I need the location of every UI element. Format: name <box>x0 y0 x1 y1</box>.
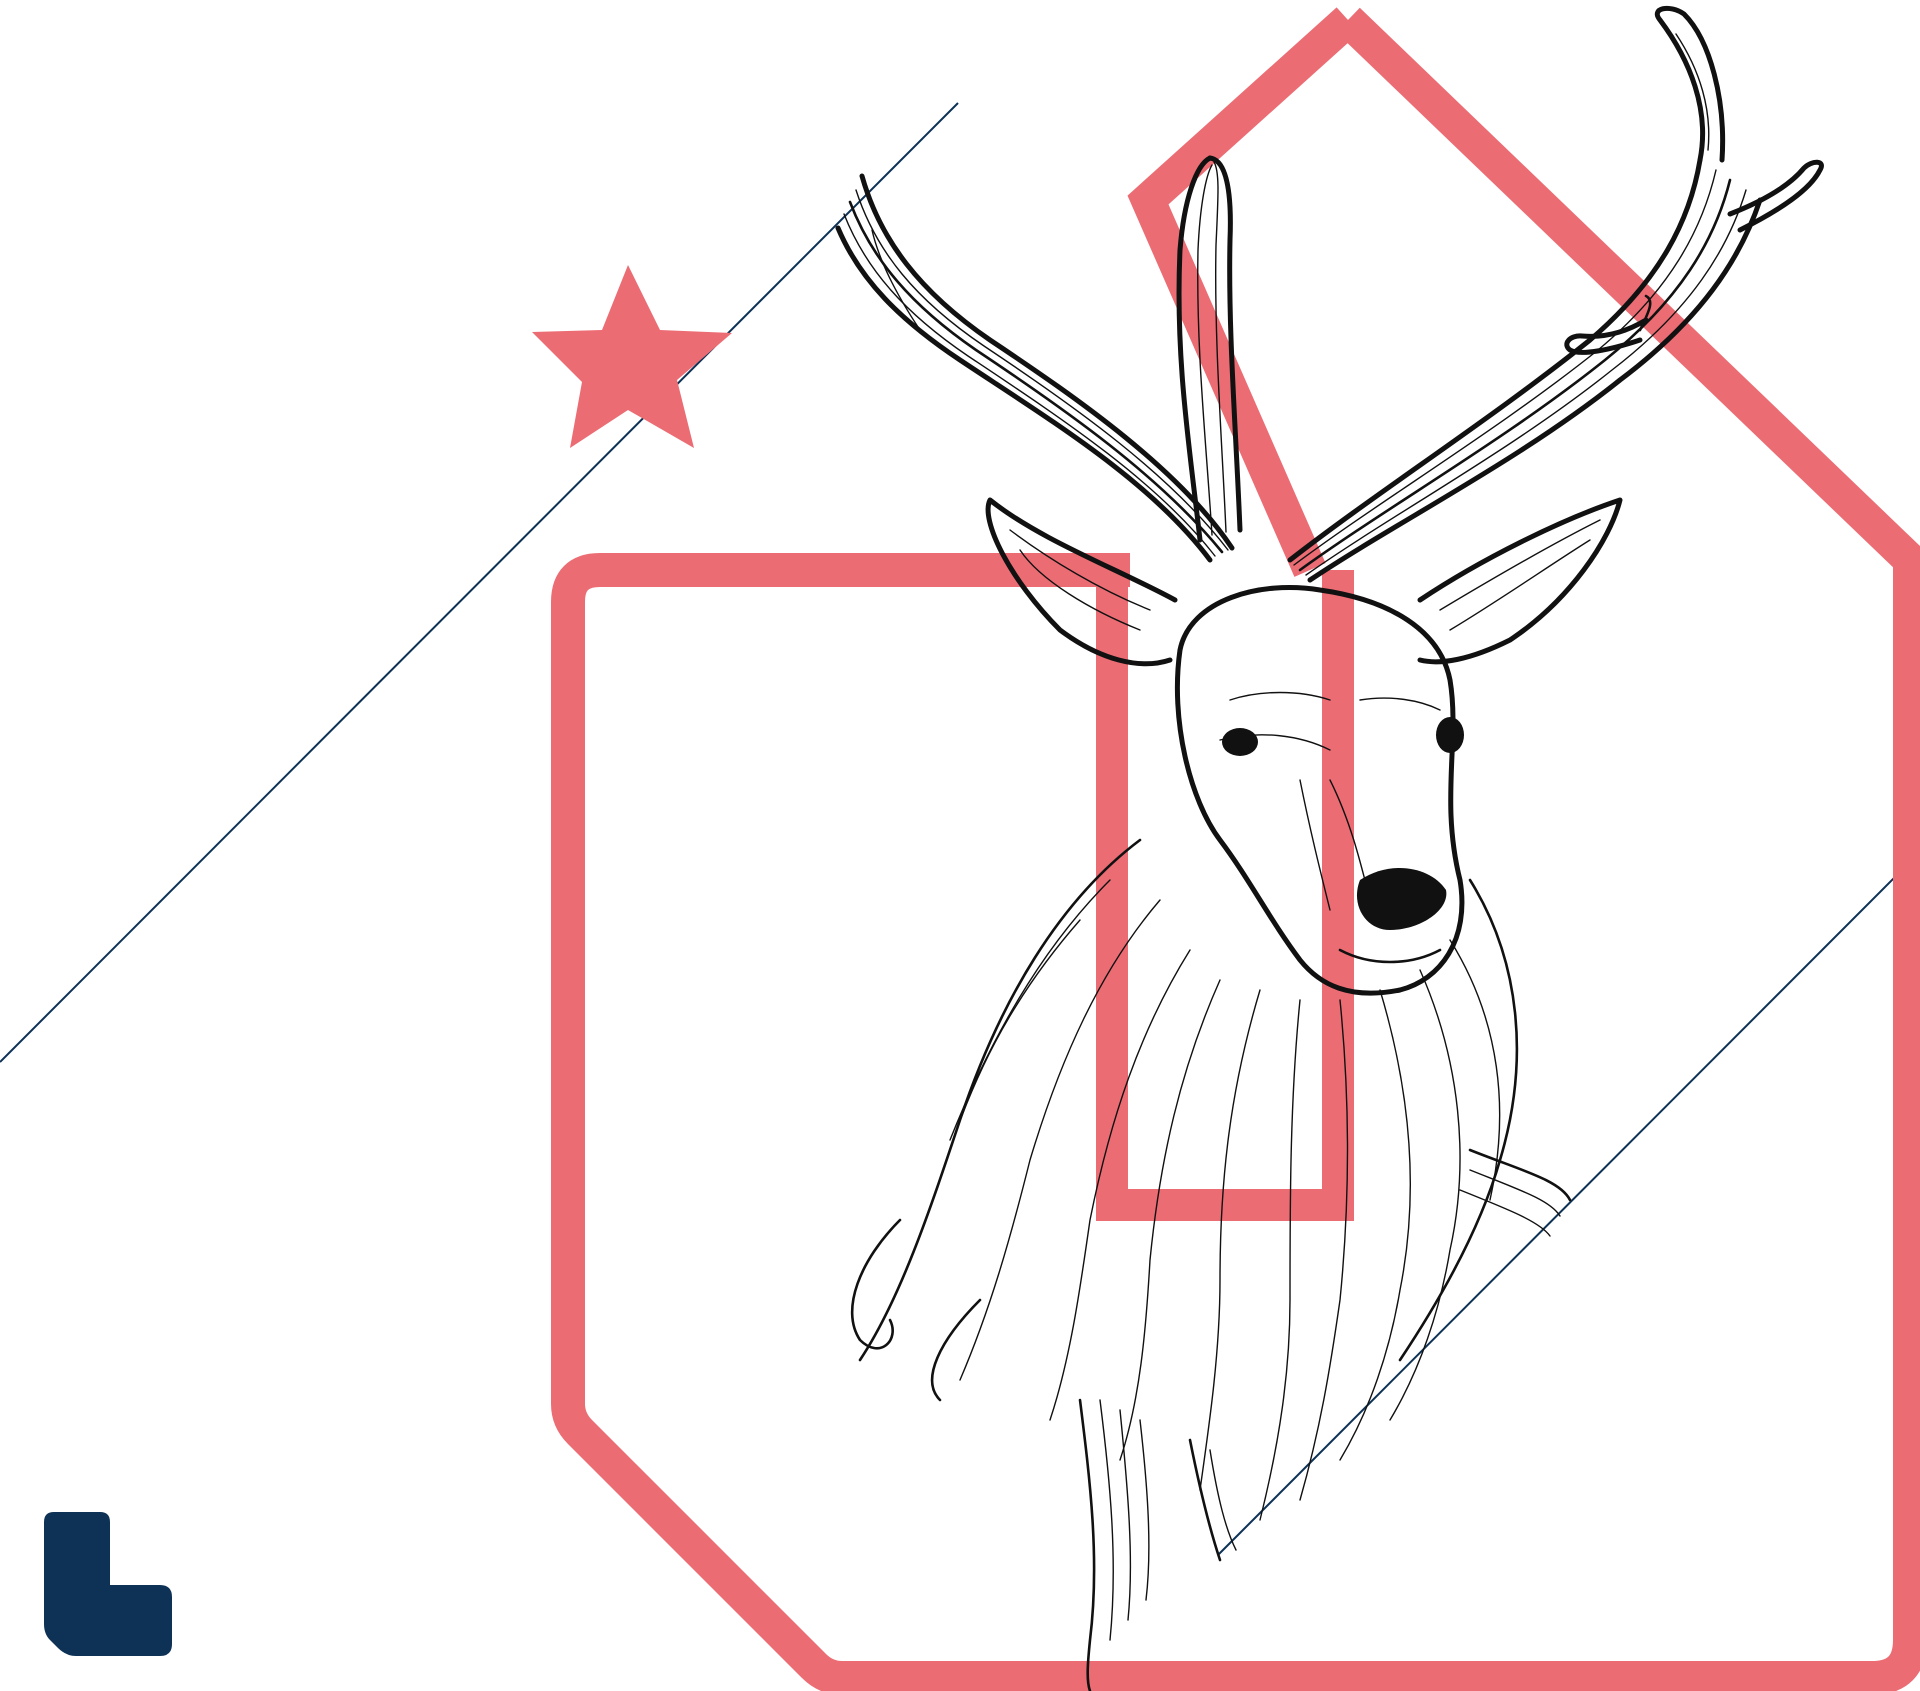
house-roof-stroke <box>1127 7 1360 577</box>
ear-right <box>1417 497 1623 665</box>
antler-left <box>835 155 1243 563</box>
inner-l-outline <box>1096 570 1354 1221</box>
eye-left <box>1222 728 1258 756</box>
house-outline-large <box>551 7 1920 1691</box>
deer-illustration <box>835 5 1824 1691</box>
corner-logo-icon <box>44 1512 172 1656</box>
deer-head <box>1174 585 1465 996</box>
eye-right <box>1436 717 1464 753</box>
star-icon <box>532 265 732 448</box>
antler-right <box>1287 5 1824 583</box>
ear-left <box>985 497 1178 667</box>
diagonal-line-left <box>0 102 959 1063</box>
deer-mane <box>850 838 1572 1691</box>
diagonal-lines <box>0 102 1920 1556</box>
deer-nose <box>1356 867 1447 930</box>
diagonal-line-right <box>1217 851 1920 1556</box>
